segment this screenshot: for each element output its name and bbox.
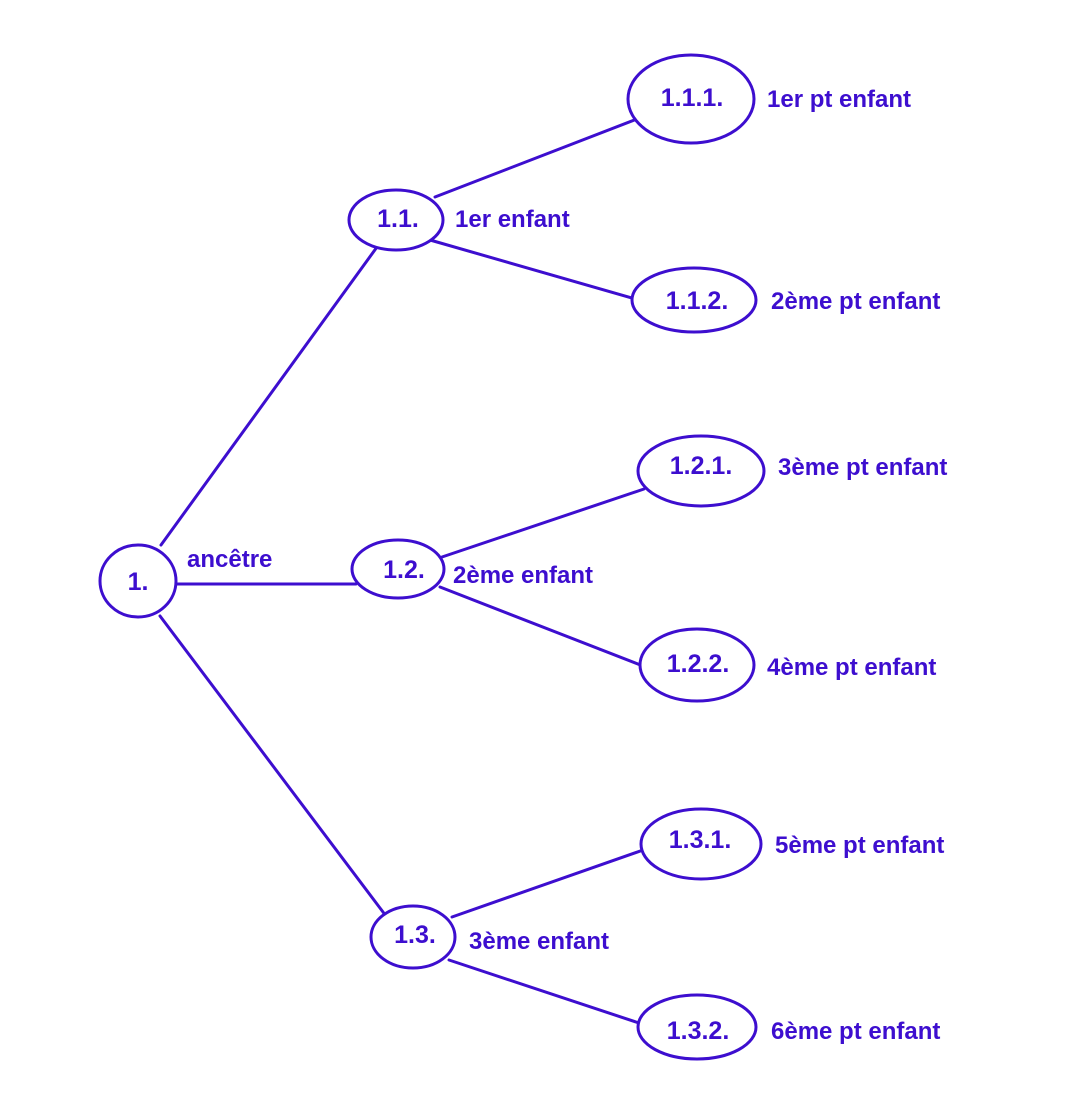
edge-1-2-to-1-2-2 xyxy=(438,585,645,668)
node-number: 1. xyxy=(128,568,149,596)
node-1-3: 1.3. 3ème enfant xyxy=(369,904,609,970)
node-caption: 3ème pt enfant xyxy=(778,454,947,481)
node-ellipse xyxy=(626,53,756,145)
node-ellipse xyxy=(630,266,758,334)
edge-1-1-to-1-1-2 xyxy=(428,238,641,302)
node-caption: 3ème enfant xyxy=(469,928,609,955)
node-number: 1.3.1. xyxy=(669,826,732,854)
node-ellipse xyxy=(98,543,178,619)
node-caption: 4ème pt enfant xyxy=(767,654,936,681)
edge-1-3-to-1-3-1 xyxy=(450,847,648,919)
node-ellipse xyxy=(638,627,756,703)
edge-1-3-to-1-3-2 xyxy=(447,958,644,1026)
node-1-3-1: 1.3.1. 5ème pt enfant xyxy=(639,807,944,881)
edge-1-1-to-1-1-1 xyxy=(433,117,639,199)
node-number: 1.1. xyxy=(377,205,419,233)
node-ellipse xyxy=(369,904,457,970)
node-ellipse xyxy=(636,434,766,508)
node-1-2-2: 1.2.2. 4ème pt enfant xyxy=(638,627,936,703)
node-ellipse xyxy=(639,807,763,881)
node-caption: 2ème enfant xyxy=(453,562,593,589)
edge-1-to-1-3 xyxy=(158,614,388,918)
node-number: 1.1.1. xyxy=(661,84,724,112)
node-number: 1.2.1. xyxy=(670,452,733,480)
node-ellipse xyxy=(350,538,446,600)
edge-1-to-1-1 xyxy=(159,245,379,547)
node-ellipse xyxy=(347,188,445,252)
edge-1-2-to-1-2-1 xyxy=(440,487,646,559)
node-number: 1.3. xyxy=(394,921,436,949)
node-number: 1.2.2. xyxy=(667,650,730,678)
node-caption: 2ème pt enfant xyxy=(771,288,940,315)
node-1: 1. ancêtre xyxy=(98,543,272,619)
node-1-1: 1.1. 1er enfant xyxy=(347,188,570,252)
node-caption: 1er pt enfant xyxy=(767,86,911,113)
node-caption: 5ème pt enfant xyxy=(775,832,944,859)
node-ellipse xyxy=(636,993,758,1061)
node-caption: ancêtre xyxy=(187,546,272,573)
node-caption: 6ème pt enfant xyxy=(771,1018,940,1045)
node-1-1-1: 1.1.1. 1er pt enfant xyxy=(626,53,911,145)
edges xyxy=(158,117,648,1026)
node-1-2: 1.2. 2ème enfant xyxy=(350,538,593,600)
node-1-2-1: 1.2.1. 3ème pt enfant xyxy=(636,434,947,508)
node-number: 1.3.2. xyxy=(667,1017,730,1045)
node-caption: 1er enfant xyxy=(455,206,570,233)
node-number: 1.1.2. xyxy=(666,287,729,315)
node-1-1-2: 1.1.2. 2ème pt enfant xyxy=(630,266,940,334)
node-1-3-2: 1.3.2. 6ème pt enfant xyxy=(636,993,940,1061)
node-number: 1.2. xyxy=(383,556,425,584)
